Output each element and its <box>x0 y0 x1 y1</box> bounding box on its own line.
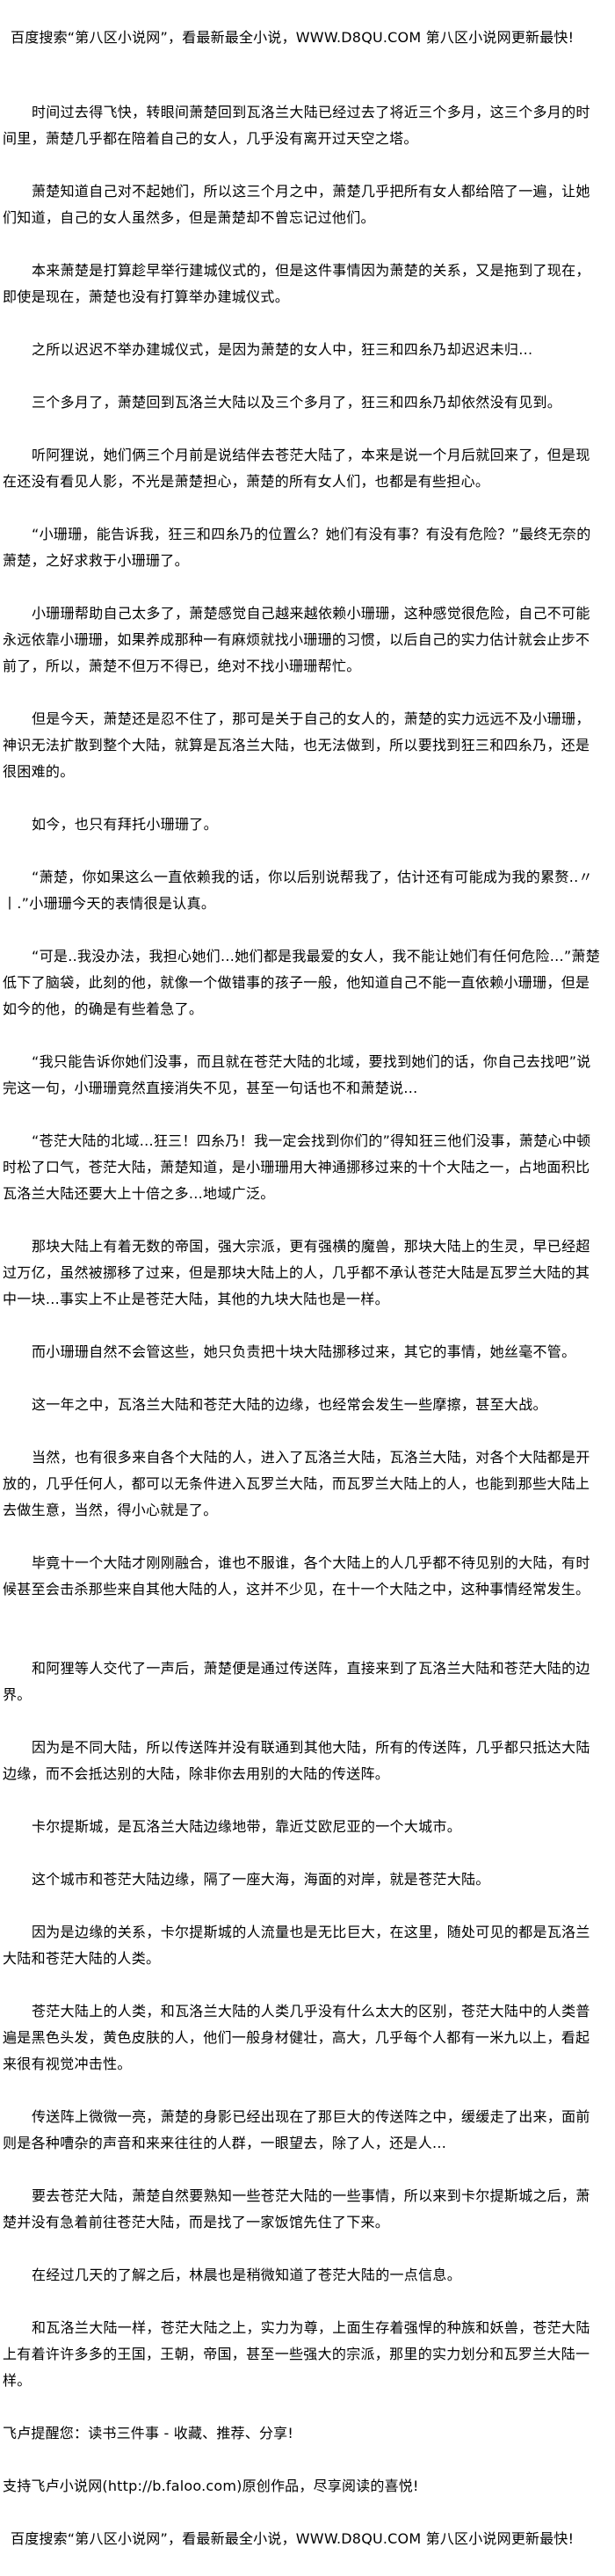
paragraph: 三个多月了，萧楚回到瓦洛兰大陆以及三个多月了，狂三和四糸乃却依然没有见到。 <box>32 394 562 411</box>
paragraph: 那块大陆上有着无数的帝国，强大宗派，更有强横的魔兽，那块大陆上的生灵，早已经超过… <box>3 1238 590 1307</box>
paragraph: 要去苍茫大陆，萧楚自然要熟知一些苍茫大陆的一些事情，所以来到卡尔提斯城之后，萧楚… <box>3 2187 590 2230</box>
paragraph: 这个城市和苍茫大陆边缘，隔了一座大海，海面的对岸，就是苍茫大陆。 <box>32 1871 490 1888</box>
site-banner-bottom: 百度搜索“第八区小说网”，看最新最全小说，WWW.D8QU.COM 第八区小说网… <box>11 2530 575 2547</box>
paragraph: “我只能告诉你她们没事，而且就在苍茫大陆的北域，要找到她们的话，你自己去找吧”说… <box>3 1053 591 1096</box>
footer-reminder: 飞卢提醒您：读书三件事 - 收藏、推荐、分享! <box>3 2425 293 2441</box>
paragraph: 而小珊珊自然不会管这些，她只负责把十块大陆挪移过来，其它的事情，她丝毫不管。 <box>32 1343 576 1360</box>
paragraph: 毕竟十一个大陆才刚刚融合，谁也不服谁，各个大陆上的人几乎都不待见别的大陆，有时候… <box>3 1554 590 1597</box>
paragraph: 卡尔提斯城，是瓦洛兰大陆边缘地带，靠近艾欧尼亚的一个大城市。 <box>32 1818 462 1835</box>
paragraph: 因为是不同大陆，所以传送阵并没有联通到其他大陆，所有的传送阵，几乎都只抵达大陆边… <box>3 1739 590 1782</box>
paragraph: 听阿狸说，她们俩三个月前是说结伴去苍茫大陆了，本来是说一个月后就回来了，但是现在… <box>3 447 590 490</box>
paragraph: 因为是边缘的关系，卡尔提斯城的人流量也是无比巨大，在这里，随处可见的都是瓦洛兰大… <box>3 1924 590 1967</box>
paragraph: 本来萧楚是打算趁早举行建城仪式的，但是这件事情因为萧楚的关系，又是拖到了现在，即… <box>3 262 590 305</box>
paragraph: 这一年之中，瓦洛兰大陆和苍茫大陆的边缘，也经常会发生一些摩擦，甚至大战。 <box>32 1396 547 1413</box>
paragraph: “小珊珊，能告诉我，狂三和四糸乃的位置么？她们有没有事？有没有危险？”最终无奈的… <box>3 526 591 569</box>
paragraph: “萧楚，你如果这么一直依赖我的话，你以后别说帮我了，估计还有可能成为我的累赘..… <box>3 869 593 912</box>
paragraph: 当然，也有很多来自各个大陆的人，进入了瓦洛兰大陆，瓦洛兰大陆，对各个大陆都是开放… <box>3 1449 590 1518</box>
footer-support: 支持飞卢小说网(http://b.faloo.com)原创作品，尽享阅读的喜悦! <box>3 2478 419 2494</box>
paragraph: 传送阵上微微一亮，萧楚的身影已经出现在了那巨大的传送阵之中，缓缓走了出来，面前则… <box>3 2108 590 2151</box>
chapter-page: 百度搜索“第八区小说网”，看最新最全小说，WWW.D8QU.COM 第八区小说网… <box>3 29 601 2547</box>
paragraph: “可是..我没办法，我担心她们...她们都是我最爱的女人，我不能让她们有任何危险… <box>3 948 601 1017</box>
paragraph: 苍茫大陆上的人类，和瓦洛兰大陆的人类几乎没有什么太大的区别，苍茫大陆中的人类普遍… <box>3 2003 590 2072</box>
paragraph: 和瓦洛兰大陆一样，苍茫大陆之上，实力为尊，上面生存着强悍的种族和妖兽，苍茫大陆上… <box>3 2319 590 2389</box>
paragraph: “苍茫大陆的北域...狂三！四糸乃！我一定会找到你们的”得知狂三他们没事，萧楚心… <box>3 1132 591 1202</box>
paragraph: 时间过去得飞快，转眼间萧楚回到瓦洛兰大陆已经过去了将近三个多月，这三个多月的时间… <box>3 104 590 147</box>
paragraph: 和阿狸等人交代了一声后，萧楚便是通过传送阵，直接来到了瓦洛兰大陆和苍茫大陆的边界… <box>3 1660 590 1703</box>
paragraph: 小珊珊帮助自己太多了，萧楚感觉自己越来越依赖小珊珊，这种感觉很危险，自己不可能永… <box>3 605 590 674</box>
site-banner-top: 百度搜索“第八区小说网”，看最新最全小说，WWW.D8QU.COM 第八区小说网… <box>11 29 575 46</box>
paragraph: 之所以迟迟不举办建城仪式，是因为萧楚的女人中，狂三和四糸乃却迟迟未归... <box>32 341 533 358</box>
paragraph: 萧楚知道自己对不起她们，所以这三个月之中，萧楚几乎把所有女人都给陪了一遍，让她们… <box>3 183 590 226</box>
paragraph: 但是今天，萧楚还是忍不住了，那可是关于自己的女人的，萧楚的实力远远不及小珊珊，神… <box>3 710 590 780</box>
paragraph: 如今，也只有拜托小珊珊了。 <box>32 816 218 833</box>
paragraph: 在经过几天的了解之后，林晨也是稍微知道了苍茫大陆的一点信息。 <box>32 2267 462 2283</box>
